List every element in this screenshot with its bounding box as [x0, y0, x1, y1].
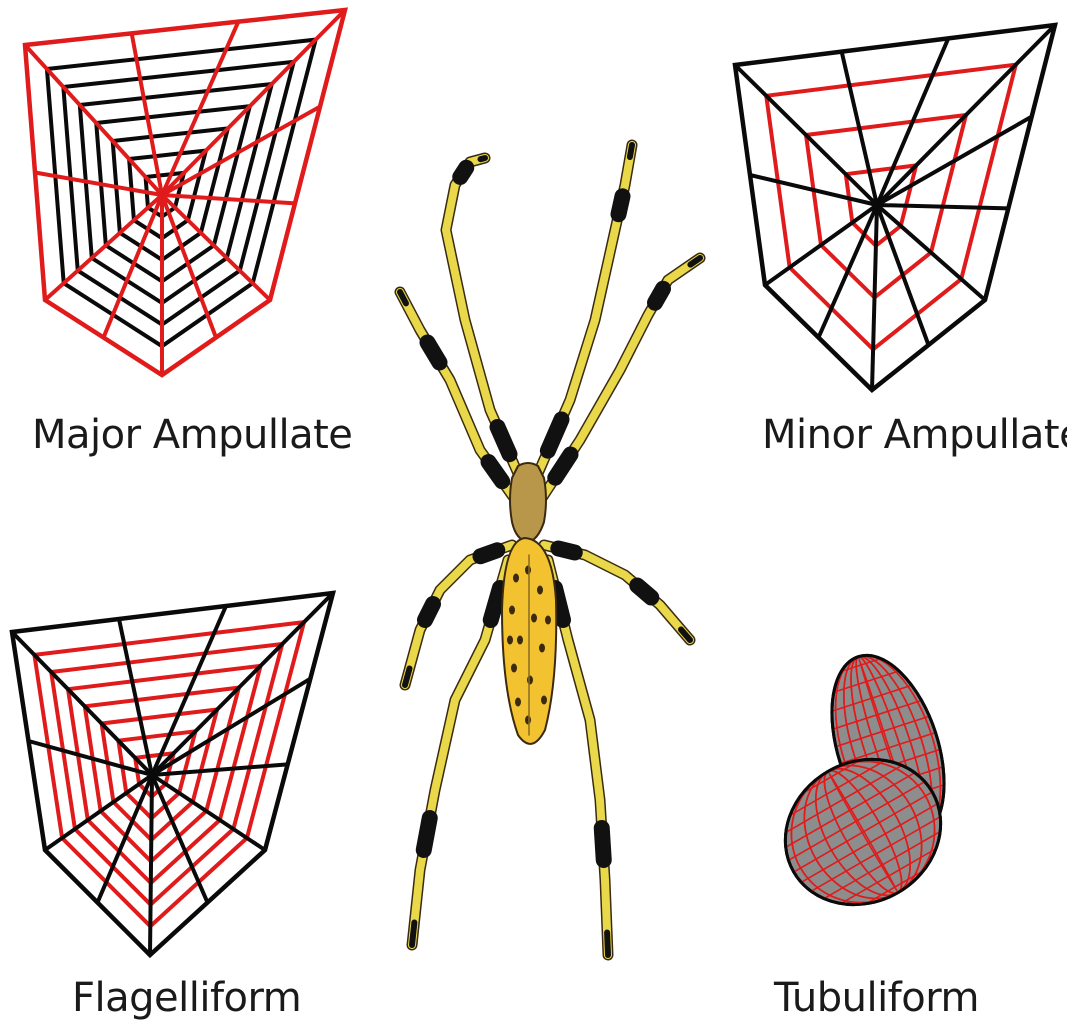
abdomen-spot	[545, 616, 551, 625]
spider-leg-tip	[412, 923, 414, 946]
minor-ampullate-web	[735, 25, 1055, 390]
web-radial-thread	[162, 10, 345, 195]
tubuliform-egg-cases	[741, 641, 985, 939]
spider-leg-band	[555, 455, 570, 478]
abdomen-spot	[517, 636, 523, 645]
spider-leg-outline	[446, 158, 520, 478]
spider-leg-band	[489, 462, 503, 481]
web-radial-thread	[150, 775, 152, 955]
abdomen-spot	[513, 574, 519, 583]
spider-cephalothorax	[510, 463, 546, 542]
web-radial-thread	[877, 205, 1008, 208]
spider-leg-band	[428, 343, 440, 363]
spider-legs	[400, 145, 700, 955]
abdomen-spot	[525, 716, 531, 725]
spider-leg-tip	[607, 933, 608, 956]
spider-leg-band	[498, 427, 510, 454]
spider-leg-band	[655, 289, 663, 303]
spider-leg-band	[481, 550, 498, 556]
abdomen-spot	[527, 676, 533, 685]
web-radial-thread	[12, 632, 152, 775]
spider-leg-band	[460, 168, 466, 177]
web-radial-thread	[877, 117, 1032, 205]
abdomen-spot	[511, 664, 517, 673]
spider-leg-tip	[630, 145, 632, 157]
spider-leg-band	[425, 604, 433, 620]
abdomen-spot	[537, 586, 543, 595]
abdomen-spot	[525, 566, 531, 575]
major-ampullate-label: Major Ampullate	[32, 412, 352, 458]
abdomen-spot	[531, 614, 537, 623]
abdomen-spot	[541, 696, 547, 705]
spider-leg-band	[637, 586, 651, 598]
spider-leg-band	[558, 549, 574, 553]
minor-ampullate-label: Minor Ampullate	[762, 412, 1067, 458]
spider-leg-tip	[481, 158, 486, 159]
abdomen-spot	[539, 644, 545, 653]
spider-leg-band	[548, 420, 562, 451]
web-radial-thread	[872, 205, 877, 390]
abdomen-spot	[509, 606, 515, 615]
flagelliform-web	[12, 593, 333, 955]
tubuliform-label: Tubuliform	[774, 975, 979, 1021]
spider-leg-band	[491, 588, 500, 620]
spider-leg-band	[602, 828, 604, 860]
spider-illustration	[400, 145, 700, 955]
spider-leg	[446, 158, 520, 478]
major-ampullate-web	[25, 10, 345, 375]
web-radial-thread	[877, 25, 1055, 205]
abdomen-spot	[515, 698, 521, 707]
spider-leg-band	[619, 196, 623, 214]
spider-leg-band	[424, 818, 430, 850]
flagelliform-label: Flagelliform	[72, 975, 301, 1021]
web-radial-thread	[152, 593, 333, 775]
abdomen-spot	[507, 636, 513, 645]
